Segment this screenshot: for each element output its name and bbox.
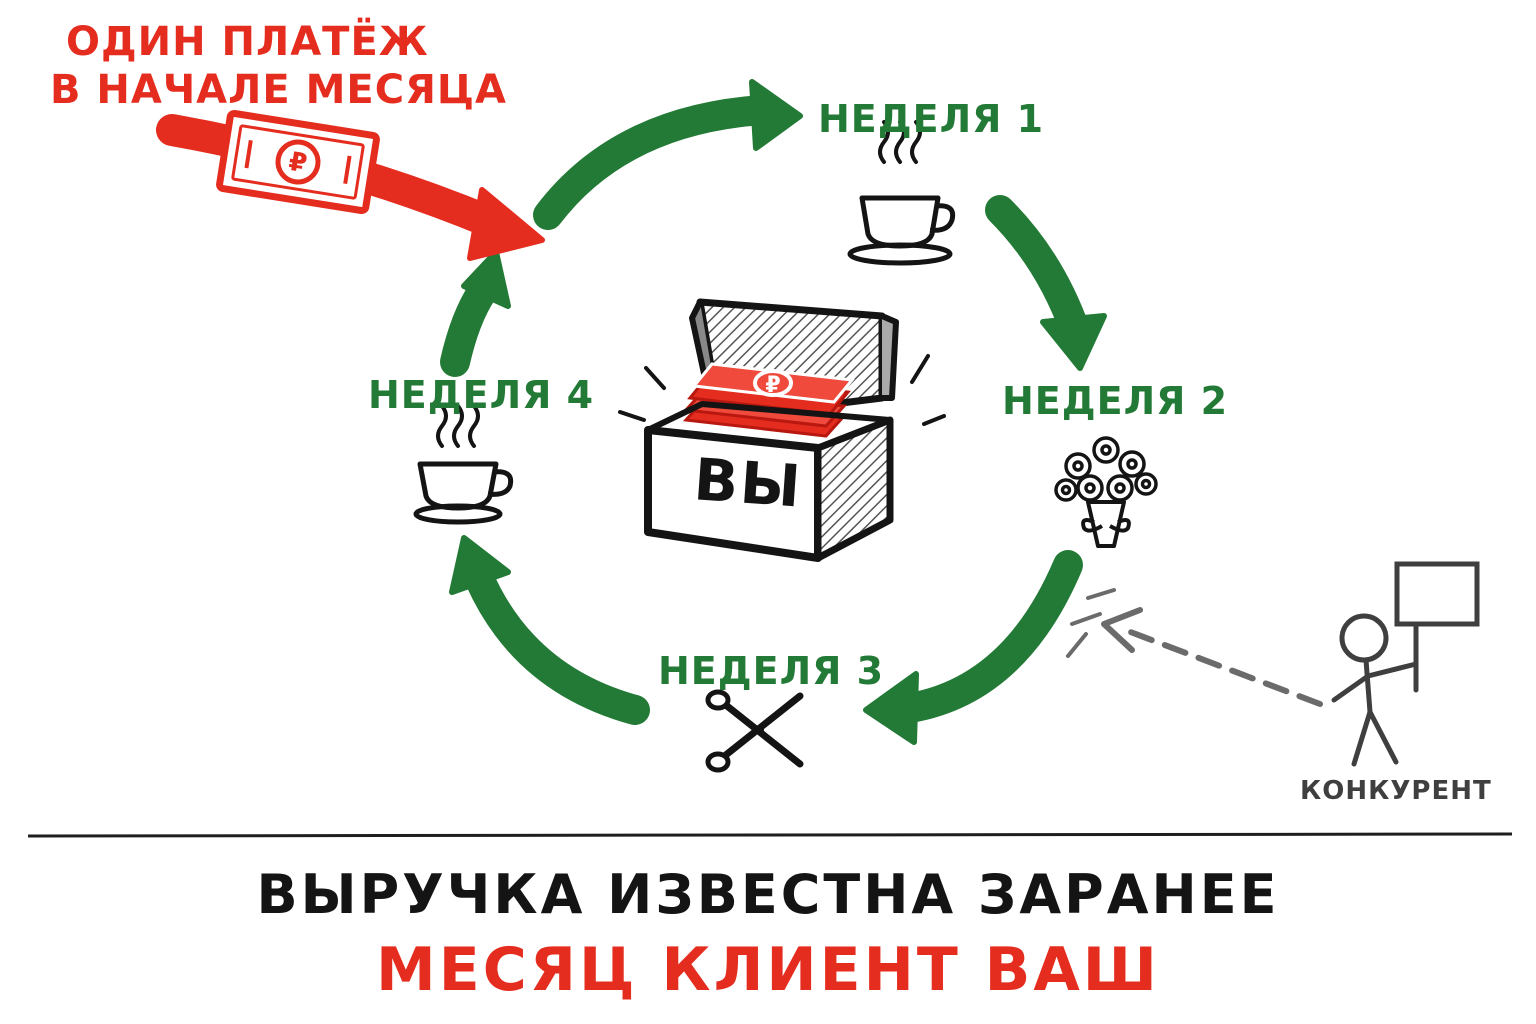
svg-text:₽: ₽ — [287, 147, 310, 179]
flower-bouquet-icon — [1054, 436, 1158, 548]
ruble-banknote-icon: ₽ — [216, 109, 380, 215]
cycle-arrow-1 — [533, 79, 803, 230]
stick-figure-with-sign-icon — [1331, 561, 1480, 767]
footer-subheadline: МЕСЯЦ КЛИЕНТ ВАШ — [376, 935, 1160, 1005]
scissors-icon — [705, 689, 804, 773]
payment-arrow: ₽ — [156, 109, 545, 261]
intro-line-2: В НАЧАЛЕ МЕСЯЦА — [50, 67, 507, 113]
cycle-arrow-4 — [449, 535, 650, 725]
chest-label: ВЫ — [691, 445, 805, 521]
week-2-label: НЕДЕЛЯ 2 — [1002, 379, 1229, 423]
divider — [27, 832, 1513, 838]
coffee-cup-icon — [413, 404, 514, 525]
intro-line-1: ОДИН ПЛАТЁЖ — [66, 19, 429, 65]
cycle-arrow-2 — [985, 195, 1107, 371]
coffee-cup-icon — [847, 120, 956, 266]
competitor-label: КОНКУРЕНТ — [1300, 776, 1492, 806]
footer-headline: ВЫРУЧКА ИЗВЕСТНА ЗАРАНЕЕ — [256, 863, 1280, 926]
cycle-arrow-3 — [863, 550, 1083, 745]
competitor-dashed-arrow — [1066, 588, 1323, 707]
week-1-label: НЕДЕЛЯ 1 — [818, 97, 1045, 141]
week-3-label: НЕДЕЛЯ 3 — [658, 649, 885, 693]
treasure-chest-icon: ₽ — [618, 298, 946, 562]
cycle-arrow-5 — [440, 249, 511, 377]
week-4-label: НЕДЕЛЯ 4 — [368, 373, 595, 417]
svg-text:₽: ₽ — [765, 373, 780, 398]
